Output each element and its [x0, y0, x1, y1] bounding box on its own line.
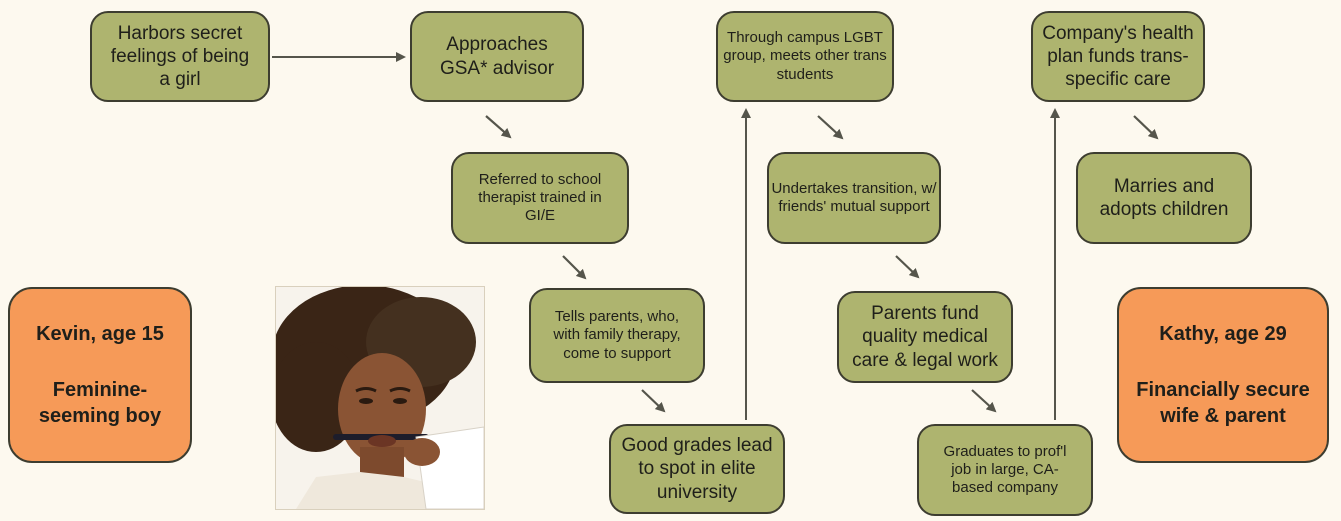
step-harbors-secret-feelings: Harbors secret feelings of being a girl — [90, 11, 270, 102]
step-approaches-gsa-advisor: Approaches GSA* advisor — [410, 11, 584, 102]
step-tells-parents: Tells parents, who, with family therapy,… — [529, 288, 705, 383]
step-marries-and-adopts: Marries and adopts children — [1076, 152, 1252, 244]
step-undertakes-label: Undertakes transition, w/ friends' mutua… — [771, 179, 937, 215]
step-parents-fund-care: Parents fund quality medical care & lega… — [837, 291, 1013, 383]
step-tells-label: Tells parents, who, with family therapy,… — [553, 308, 681, 362]
arrow-tells-to-grades — [641, 389, 666, 413]
step-good-grades: Good grades lead to spot in elite univer… — [609, 424, 785, 514]
step-referred-to-therapist: Referred to school therapist trained in … — [451, 152, 629, 244]
step-harbors-label: Harbors secret feelings of being a girl — [110, 22, 250, 91]
step-company-health-plan: Company's health plan funds trans-specif… — [1031, 11, 1205, 102]
arrow-health-plan-to-marries — [1133, 115, 1159, 140]
end-person-description: Financially secure wife & parent — [1136, 379, 1310, 427]
step-marries-label: Marries and adopts children — [1099, 175, 1229, 220]
start-person-description: Feminine-seeming boy — [38, 379, 162, 427]
step-health-plan-label: Company's health plan funds trans-specif… — [1042, 22, 1194, 91]
step-referred-label: Referred to school therapist trained in … — [478, 170, 602, 225]
arrow-parents-fund-to-graduates — [971, 389, 997, 413]
step-graduates-to-job: Graduates to prof'l job in large, CA-bas… — [917, 424, 1093, 516]
arrow-approaches-to-referred — [485, 115, 512, 139]
portrait-illustration — [276, 287, 484, 509]
arrow-referred-to-tells — [562, 255, 587, 280]
step-parents-fund-label: Parents fund quality medical care & lega… — [852, 303, 998, 371]
end-person-name: Kathy, age 29 — [1159, 323, 1287, 345]
end-person-box: Kathy, age 29 Financially secure wife & … — [1117, 287, 1329, 463]
step-campus-label: Through campus LGBT group, meets other t… — [723, 29, 887, 83]
arrow-campus-to-undertakes — [817, 115, 844, 140]
step-grades-label: Good grades lead to spot in elite univer… — [621, 435, 773, 503]
start-person-box: Kevin, age 15 Feminine-seeming boy — [8, 287, 192, 463]
step-campus-lgbt-group: Through campus LGBT group, meets other t… — [716, 11, 894, 102]
arrow-undertakes-to-parents-fund — [895, 255, 920, 279]
person-portrait-photo — [275, 286, 485, 510]
step-approaches-label: Approaches GSA* advisor — [439, 34, 555, 79]
step-graduates-label: Graduates to prof'l job in large, CA-bas… — [943, 442, 1067, 497]
step-undertakes-transition: Undertakes transition, w/ friends' mutua… — [767, 152, 941, 244]
start-person-name: Kevin, age 15 — [36, 323, 164, 345]
